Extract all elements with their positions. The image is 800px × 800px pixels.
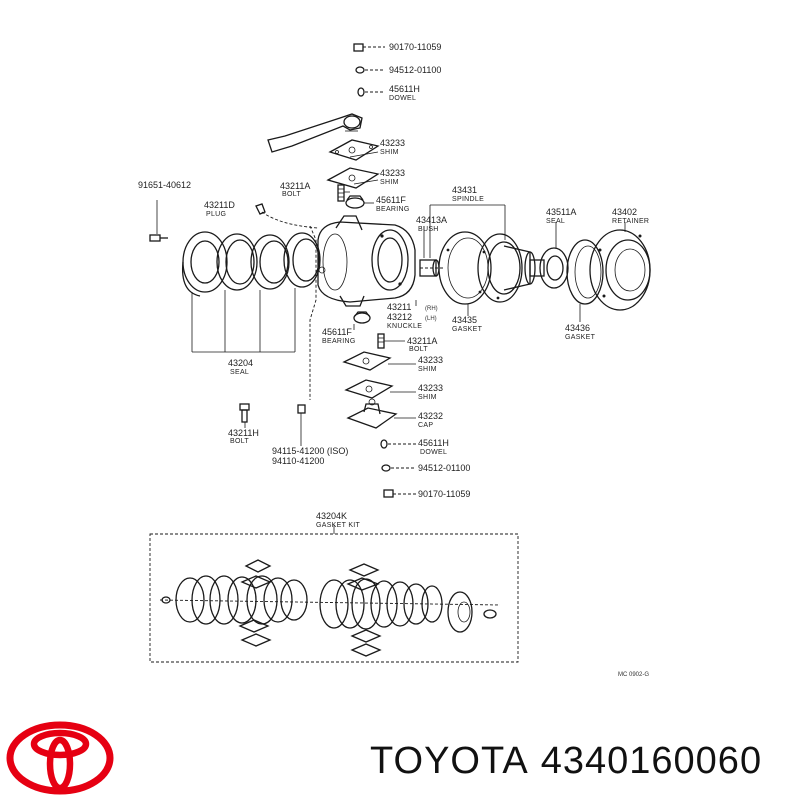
plug: [255, 203, 319, 229]
seal-ring-3: [250, 234, 290, 290]
seal-ring-4: [283, 232, 321, 288]
seal-ring-2: [216, 233, 258, 291]
leader-lines: [244, 151, 626, 446]
seal-ring-1: [181, 231, 228, 297]
shim-top-2: [326, 167, 380, 189]
label-45611h-bot: 45611H: [418, 438, 449, 448]
label-43233-c: 43233: [418, 355, 443, 365]
seal-bracket: [191, 288, 296, 353]
cap: [346, 398, 398, 429]
label-45611f-bot: 45611F: [322, 327, 352, 337]
label-43211a-bot: 43211A: [407, 336, 437, 346]
brand-name: TOYOTA: [370, 740, 529, 782]
label-43211a-top: 43211A: [280, 181, 310, 191]
parts-diagram: 90170-11059 94512-01100 45611H DOWEL 432…: [138, 42, 651, 678]
gasket-kit-parts: [159, 559, 501, 657]
label-bolt-h: BOLT: [230, 438, 249, 445]
label-bearing-bot: BEARING: [322, 338, 356, 345]
part-number: 4340160060: [540, 740, 763, 782]
label-ref-code: MC 0902-G: [618, 672, 649, 678]
label-gasket-kit: GASKET KIT: [316, 522, 361, 529]
label-gasket-right: GASKET: [565, 334, 596, 341]
label-94110: 94110-41200: [272, 456, 324, 466]
label-seal-right: SEAL: [546, 218, 565, 225]
dowel-bottom: [380, 439, 416, 449]
diagram-labels: 90170-11059 94512-01100 45611H DOWEL 432…: [138, 42, 649, 678]
steering-arm: [267, 113, 363, 153]
shim-top-1: [328, 139, 380, 161]
label-43233-d: 43233: [418, 383, 443, 393]
label-seal-left: SEAL: [230, 369, 249, 376]
washer-bottom: [381, 464, 416, 472]
label-lh: (LH): [425, 316, 437, 322]
brand-footer: TOYOTA 4340160060: [370, 740, 774, 783]
toyota-logo-icon: [6, 721, 114, 795]
label-43233-b: 43233: [380, 168, 405, 178]
seal-right: [539, 247, 569, 289]
gasket-right: [566, 239, 604, 305]
label-43413a: 43413A: [416, 215, 447, 225]
label-bolt-top: BOLT: [282, 191, 301, 198]
bearing-bottom: [353, 311, 371, 324]
label-gasket-mid: GASKET: [452, 326, 483, 333]
bolt-iso: [297, 225, 317, 414]
bolt-bottom: [377, 333, 385, 349]
gasket-kit-box: [149, 533, 519, 663]
label-plug: PLUG: [206, 211, 226, 218]
label-43232: 43232: [418, 411, 443, 421]
bolt-left: [149, 200, 168, 242]
knuckle: [317, 215, 416, 307]
label-bearing-top: BEARING: [376, 206, 410, 213]
label-94512-top: 94512-01100: [389, 65, 441, 75]
label-knuckle: KNUCKLE: [387, 323, 422, 330]
label-43212: 43212: [387, 312, 412, 322]
label-retainer: RETAINER: [612, 218, 649, 225]
label-shim-a: SHIM: [380, 149, 399, 156]
label-shim-d: SHIM: [418, 394, 437, 401]
shim-bottom-2: [344, 379, 394, 399]
label-90170-top: 90170-11059: [389, 42, 441, 52]
nut-top: [353, 43, 385, 52]
washer-top: [355, 66, 385, 74]
label-43436: 43436: [565, 323, 590, 333]
label-94512-bot: 94512-01100: [418, 463, 470, 473]
retainer: [589, 229, 651, 311]
label-shim-b: SHIM: [380, 179, 399, 186]
label-bolt-bot: BOLT: [409, 346, 428, 353]
dowel-top: [357, 87, 385, 97]
label-43435: 43435: [452, 315, 477, 325]
label-dowel-top: DOWEL: [389, 95, 416, 102]
bolt-top: [337, 184, 345, 202]
label-45611f-top: 45611F: [376, 195, 406, 205]
label-43204: 43204: [228, 358, 253, 368]
label-94115: 94115-41200 (ISO): [272, 446, 348, 456]
bolt-h: [239, 403, 250, 423]
label-43211: 43211: [387, 302, 411, 312]
label-43431: 43431: [452, 185, 477, 195]
label-spindle: SPINDLE: [452, 196, 484, 203]
label-dowel-bot: DOWEL: [420, 449, 447, 456]
label-rh: (RH): [425, 306, 438, 312]
label-43402: 43402: [612, 207, 637, 217]
label-43511a: 43511A: [546, 207, 576, 217]
label-43211d: 43211D: [204, 200, 235, 210]
gasket-mid: [438, 231, 492, 305]
label-90170-bot: 90170-11059: [418, 489, 470, 499]
label-cap: CAP: [418, 422, 433, 429]
shim-bottom-1: [342, 351, 392, 371]
label-43204k: 43204K: [316, 511, 347, 521]
label-bush: BUSH: [418, 226, 439, 233]
nut-bottom: [383, 489, 416, 498]
bearing-top: [345, 195, 365, 209]
label-91651: 91651-40612: [138, 180, 191, 190]
spindle: [477, 233, 545, 303]
label-45611h-top: 45611H: [389, 84, 420, 94]
label-43211h: 43211H: [228, 428, 259, 438]
label-43233-a: 43233: [380, 138, 405, 148]
label-shim-c: SHIM: [418, 366, 437, 373]
